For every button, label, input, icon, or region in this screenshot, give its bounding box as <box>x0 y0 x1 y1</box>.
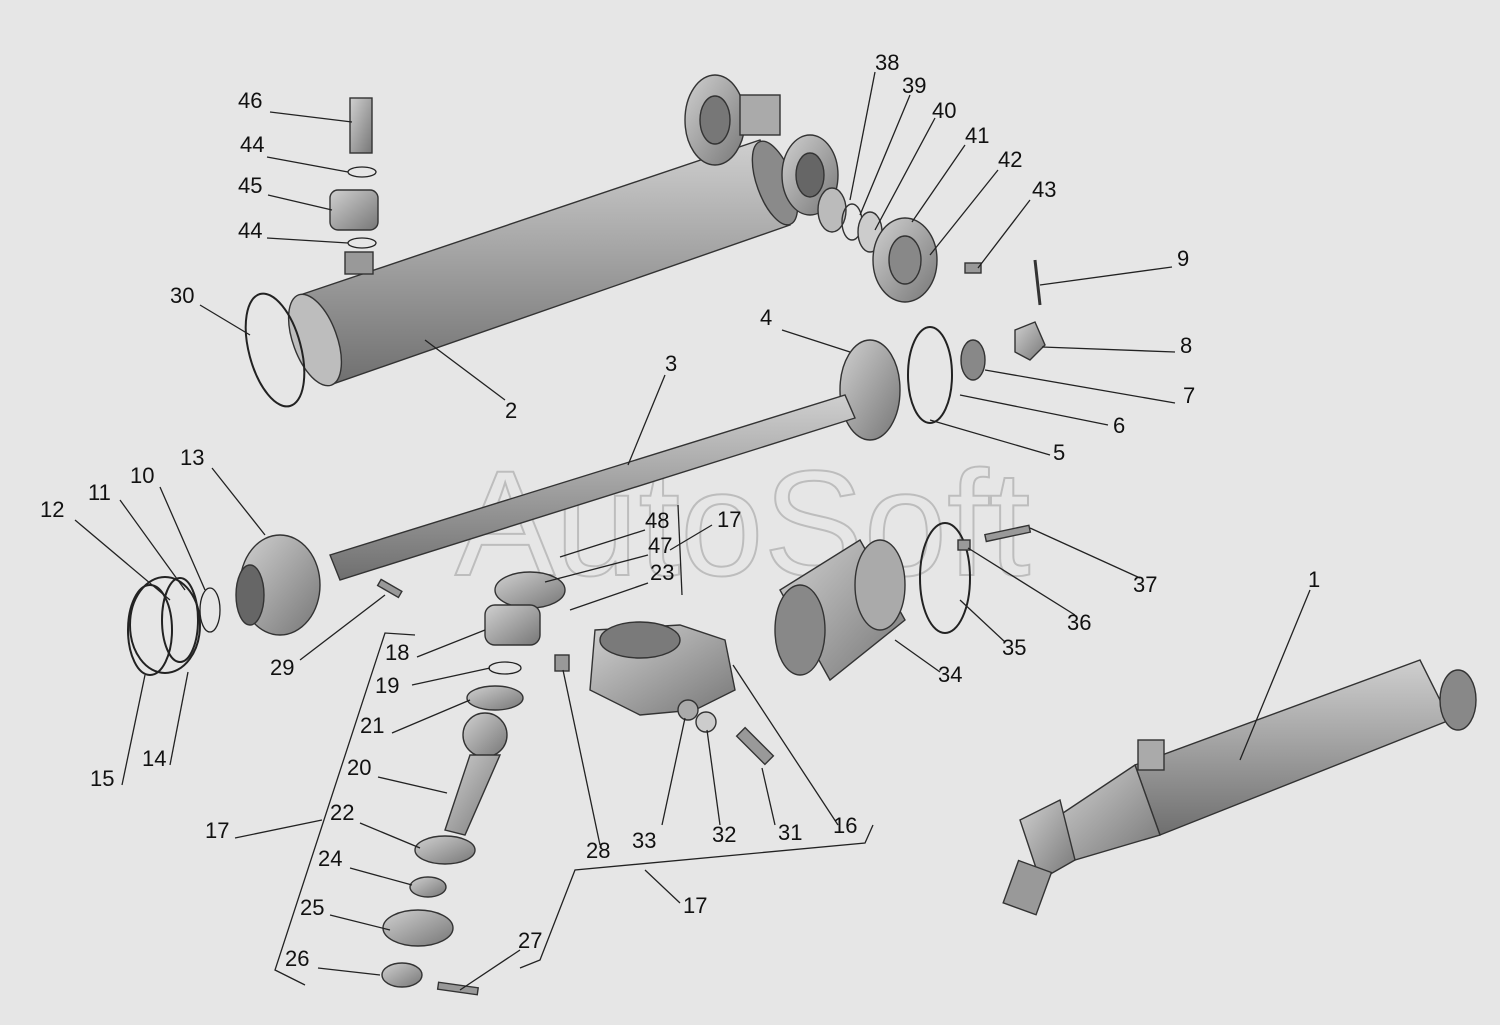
callout-40: 40 <box>932 98 956 123</box>
bolt-43 <box>964 262 982 274</box>
leader-lines <box>74 71 1311 991</box>
callout-1: 1 <box>1308 567 1320 592</box>
callout-20: 20 <box>347 755 371 780</box>
callout-35: 35 <box>1002 635 1026 660</box>
callout-18: 18 <box>385 640 409 665</box>
callout-2: 2 <box>505 398 517 423</box>
callout-31: 31 <box>778 820 802 845</box>
callout-48: 48 <box>645 508 669 533</box>
callout-36: 36 <box>1067 610 1091 635</box>
callout-32: 32 <box>712 822 736 847</box>
callout-41: 41 <box>965 123 989 148</box>
callout-13: 13 <box>180 445 204 470</box>
piston-assembly <box>839 259 1046 441</box>
callout-9: 9 <box>1177 246 1189 271</box>
callout-42: 42 <box>998 147 1022 172</box>
callout-21: 21 <box>360 713 384 738</box>
callout-14: 14 <box>142 746 166 771</box>
callout-23: 23 <box>650 560 674 585</box>
cylinder-body <box>287 139 799 387</box>
callout-33: 33 <box>632 828 656 853</box>
callout-7: 7 <box>1183 383 1195 408</box>
ball-joint-parts <box>381 571 570 996</box>
callout-47: 47 <box>648 533 672 558</box>
gland-assembly <box>127 534 321 676</box>
seal-stack <box>817 187 938 303</box>
callout-labels: 46 44 45 44 38 39 40 41 42 43 30 2 9 4 8… <box>40 50 1320 971</box>
callout-30: 30 <box>170 283 194 308</box>
callout-37: 37 <box>1133 572 1157 597</box>
callout-26: 26 <box>285 946 309 971</box>
boot-assembly <box>774 522 1032 682</box>
callout-43: 43 <box>1032 177 1056 202</box>
assembled-cylinder <box>1002 659 1477 916</box>
callout-25: 25 <box>300 895 324 920</box>
callout-27: 27 <box>518 928 542 953</box>
callout-16: 16 <box>833 813 857 838</box>
callout-44-top: 44 <box>240 132 264 157</box>
callout-44-bottom: 44 <box>238 218 262 243</box>
callout-28: 28 <box>586 838 610 863</box>
pin-29 <box>376 578 403 599</box>
callout-17-top: 17 <box>717 507 741 532</box>
callout-34: 34 <box>938 662 962 687</box>
callout-15: 15 <box>90 766 114 791</box>
callout-22: 22 <box>330 800 354 825</box>
callout-6: 6 <box>1113 413 1125 438</box>
callout-3: 3 <box>665 351 677 376</box>
callout-11: 11 <box>88 480 111 505</box>
callout-5: 5 <box>1053 440 1065 465</box>
callout-45: 45 <box>238 173 262 198</box>
callout-17-bottom: 17 <box>683 893 707 918</box>
housing-16 <box>589 621 775 766</box>
piston-rod <box>329 394 856 581</box>
callout-10: 10 <box>130 463 154 488</box>
callout-8: 8 <box>1180 333 1192 358</box>
callout-29: 29 <box>270 655 294 680</box>
callout-4: 4 <box>760 305 772 330</box>
callout-46: 46 <box>238 88 262 113</box>
banjo-fitting <box>329 97 379 249</box>
o-ring-30 <box>244 292 306 408</box>
callout-12: 12 <box>40 497 64 522</box>
callout-17-left: 17 <box>205 818 229 843</box>
callout-24: 24 <box>318 846 342 871</box>
cylinder-head-flange <box>684 74 839 216</box>
callout-39: 39 <box>902 73 926 98</box>
callout-19: 19 <box>375 673 399 698</box>
callout-38: 38 <box>875 50 899 75</box>
